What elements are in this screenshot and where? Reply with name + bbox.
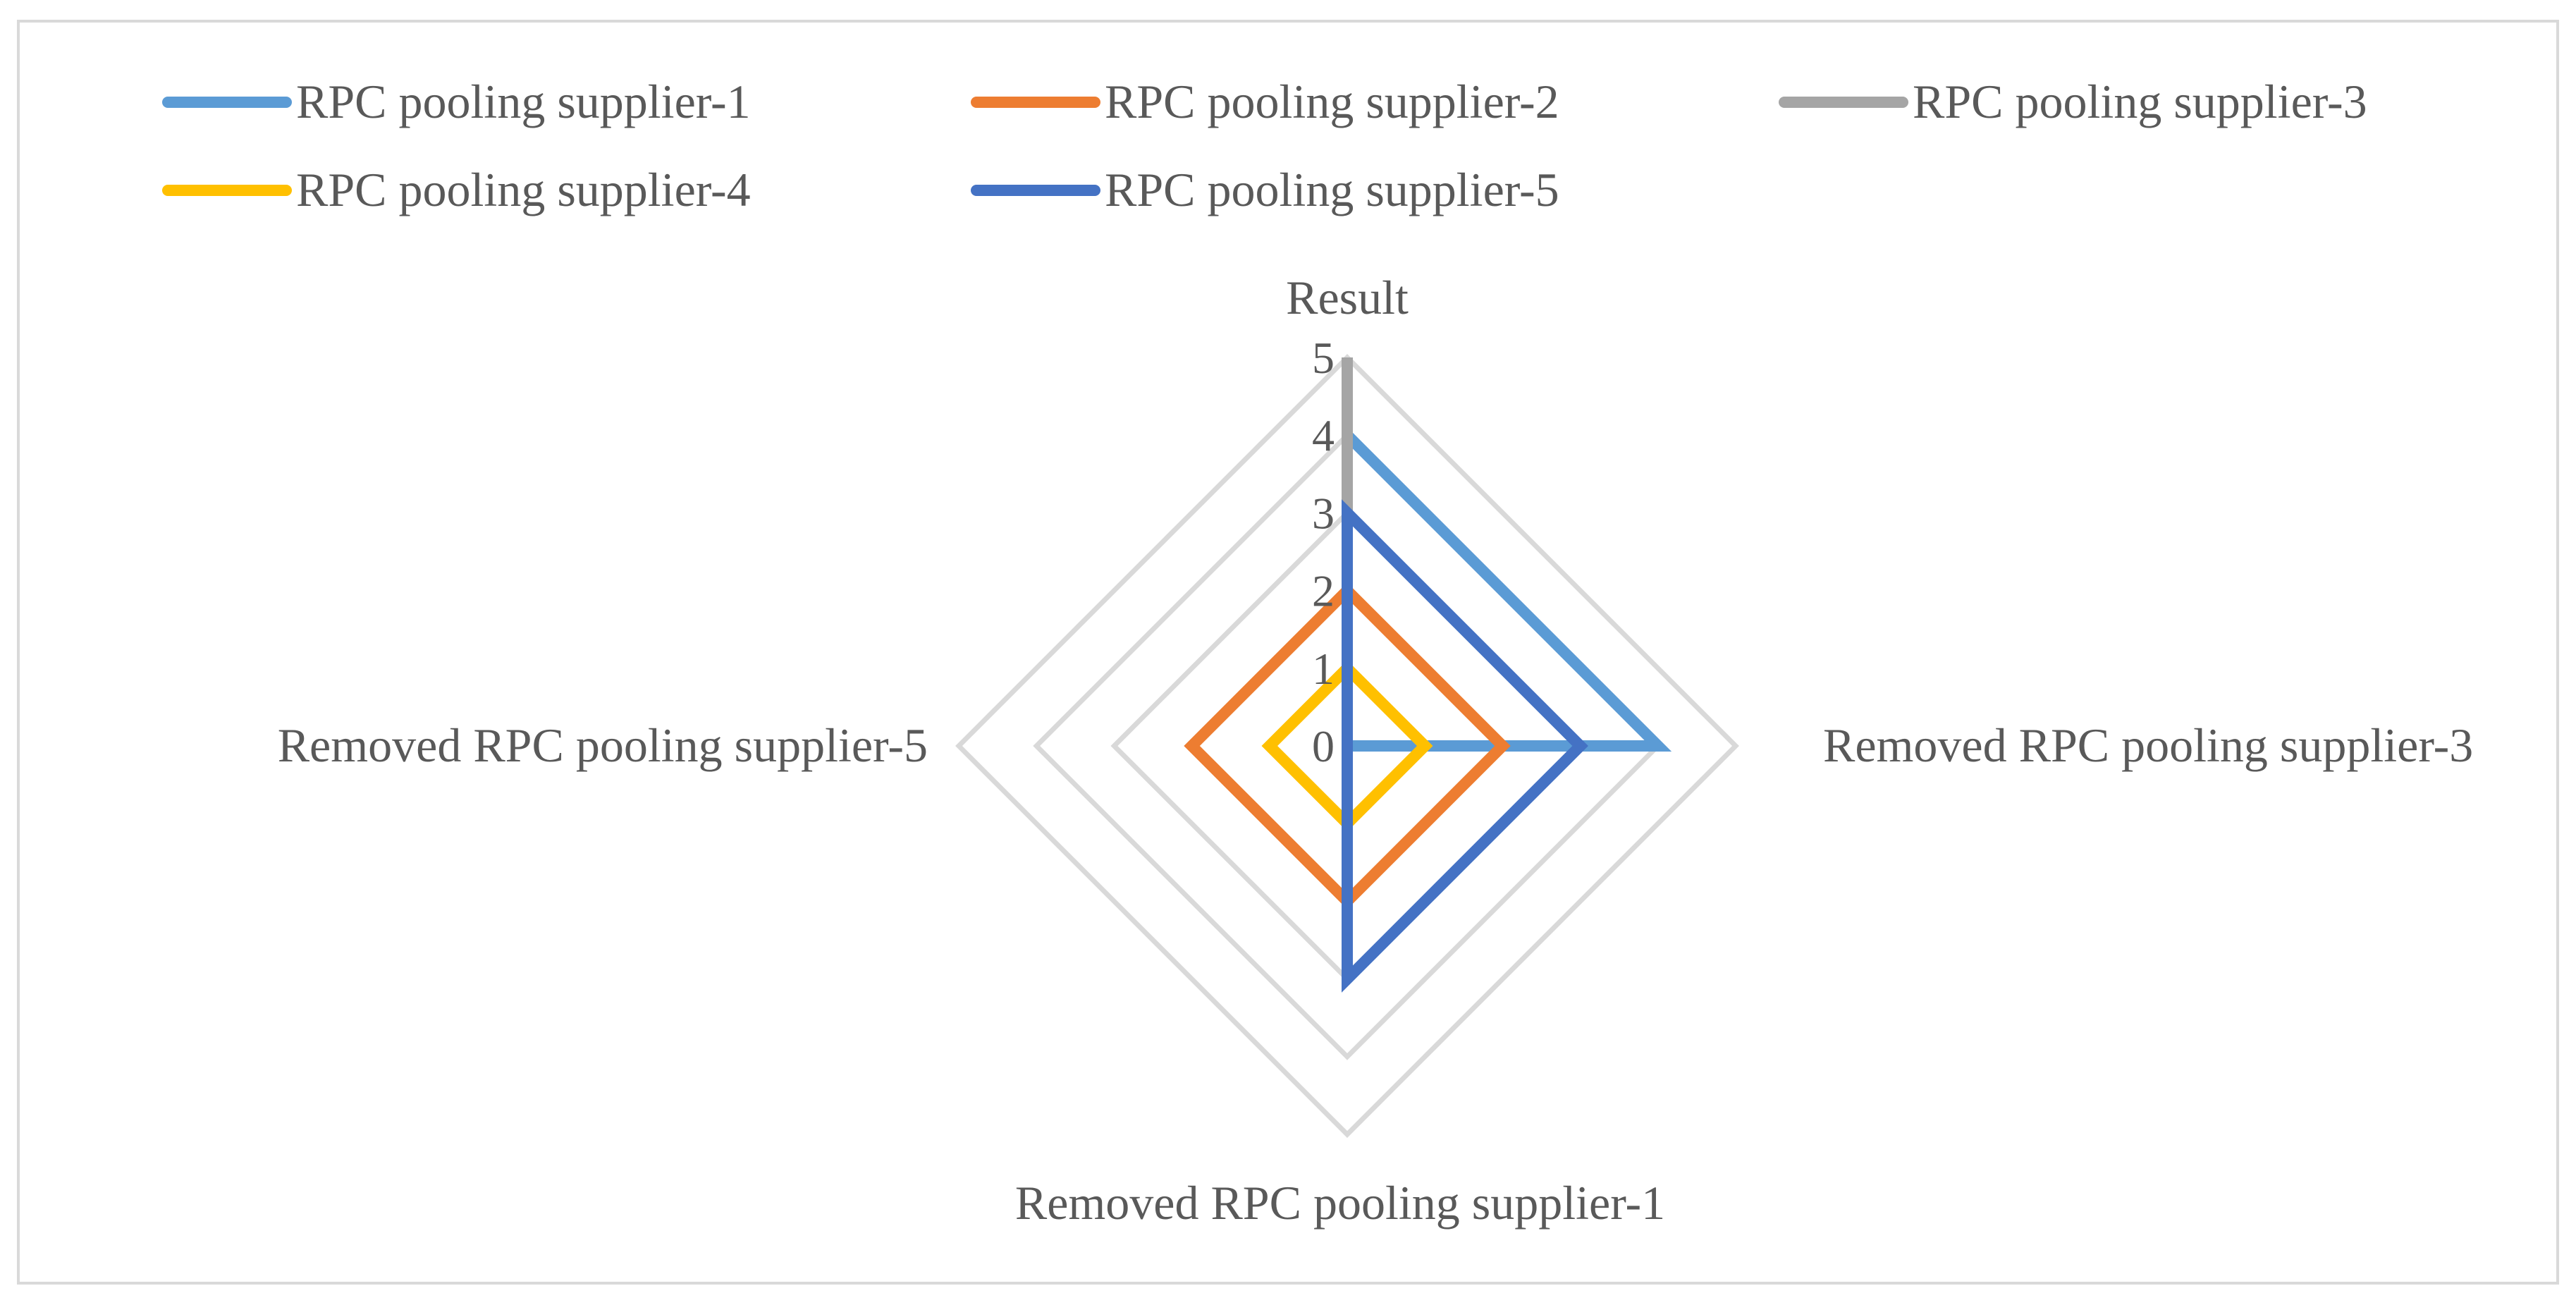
radar-series	[1184, 357, 1672, 993]
axis-label-3: Removed RPC pooling supplier-1	[1015, 1176, 1665, 1230]
legend-item-1: RPC pooling supplier-1	[162, 75, 751, 128]
tick-label: 5	[1312, 333, 1335, 383]
legend-label: RPC pooling supplier-2	[1105, 75, 1559, 128]
axis-label-1: Result	[1286, 271, 1409, 324]
legend-label: RPC pooling supplier-3	[1913, 75, 2367, 128]
legend-item-2: RPC pooling supplier-2	[971, 75, 1559, 128]
legend-item-5: RPC pooling supplier-5	[971, 163, 1559, 216]
legend-label: RPC pooling supplier-1	[296, 75, 751, 128]
tick-label: 0	[1312, 721, 1335, 771]
legend-item-3: RPC pooling supplier-3	[1779, 75, 2367, 128]
tick-label: 4	[1312, 410, 1335, 460]
tick-label: 1	[1312, 644, 1335, 694]
tick-label: 3	[1312, 488, 1335, 538]
tick-label: 2	[1312, 566, 1335, 616]
series-5-line	[1342, 499, 1588, 993]
grid-ring-5	[955, 354, 1739, 1138]
legend-label: RPC pooling supplier-4	[296, 163, 751, 216]
series-1-line	[1342, 421, 1672, 752]
axis-label-4: Removed RPC pooling supplier-5	[278, 718, 928, 772]
legend-item-4: RPC pooling supplier-4	[162, 163, 751, 216]
radial-ticks: 0 1 2 3 4 5	[1312, 333, 1335, 771]
axis-label-2: Removed RPC pooling supplier-3	[1823, 718, 2473, 772]
legend-label: RPC pooling supplier-5	[1105, 163, 1559, 216]
